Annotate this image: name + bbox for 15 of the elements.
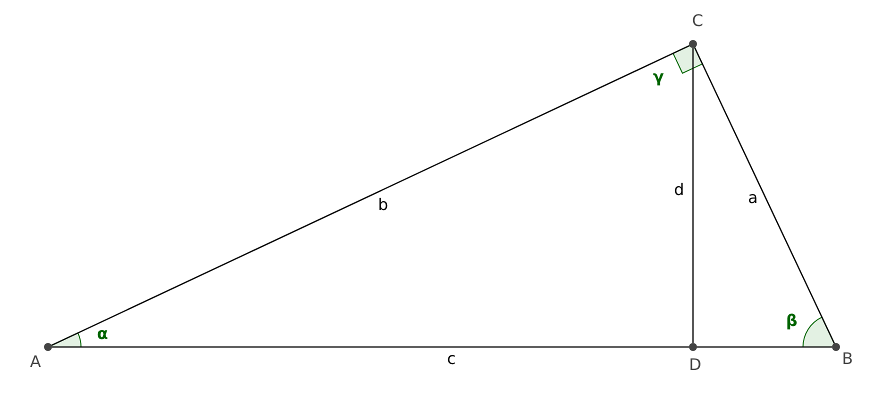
side-label: b (378, 196, 388, 214)
point-label: B (842, 350, 853, 368)
side-label: a (748, 189, 758, 207)
point-label: D (689, 356, 702, 374)
side-label: d (674, 181, 684, 199)
line-segment (51, 45, 690, 346)
point-label: C (692, 12, 704, 30)
side-label: c (447, 350, 456, 368)
angle-label: α (97, 325, 108, 343)
angle-label: γ (653, 68, 664, 86)
line-segment (692, 48, 694, 343)
line-segment (52, 346, 832, 348)
angle-label: β (786, 312, 798, 330)
point-label: A (30, 353, 41, 371)
line-segment (694, 47, 835, 344)
